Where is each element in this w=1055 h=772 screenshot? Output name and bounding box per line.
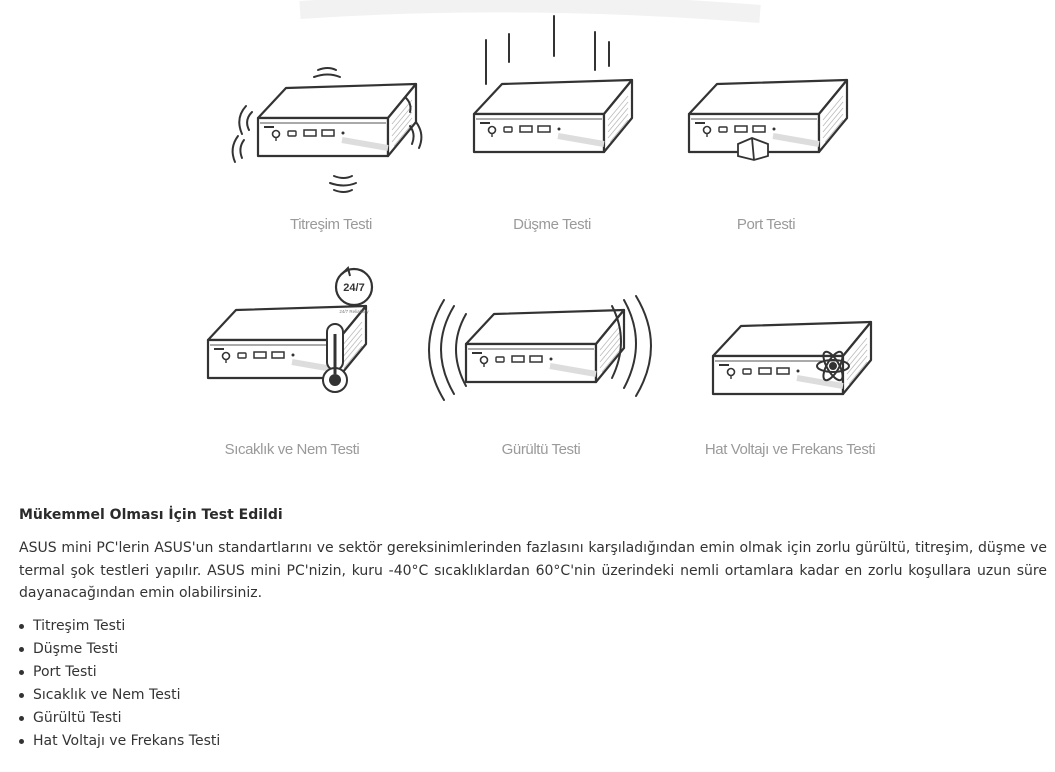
caption-port: Port Testi — [737, 216, 795, 233]
atom-icon — [816, 350, 850, 382]
svg-text:24/7 Reliability: 24/7 Reliability — [339, 309, 369, 314]
caption-vibration: Titreşim Testi — [290, 216, 372, 233]
reliability-badge-icon: 24/7 24/7 Reliability — [334, 266, 374, 314]
caption-voltage: Hat Voltajı ve Frekans Testi — [705, 441, 875, 458]
bullet-icon — [19, 623, 24, 629]
list-item: Port Testi — [19, 661, 1047, 684]
section-heading: Mükemmel Olması İçin Test Edildi — [19, 507, 283, 523]
list-item: Sıcaklık ve Nem Testi — [19, 684, 1047, 707]
svg-text:24/7: 24/7 — [343, 282, 364, 294]
bullet-icon — [19, 646, 24, 652]
section-paragraph: ASUS mini PC'lerin ASUS'un standartların… — [19, 540, 1047, 601]
thermometer-icon — [322, 323, 348, 393]
noise-test-figure: Gürültü Testi — [428, 295, 652, 458]
caption-drop: Düşme Testi — [513, 216, 591, 233]
list-item: Titreşim Testi — [19, 615, 1047, 638]
list-item: Hat Voltajı ve Frekans Testi — [19, 730, 1047, 753]
temperature-test-figure: 24/7 24/7 Reliability Sıcaklık ve Nem Te… — [208, 266, 374, 458]
list-item: Düşme Testi — [19, 638, 1047, 661]
caption-temperature: Sıcaklık ve Nem Testi — [225, 441, 360, 458]
caption-noise: Gürültü Testi — [502, 441, 581, 458]
voltage-test-figure: Hat Voltajı ve Frekans Testi — [705, 322, 876, 458]
test-illustration: Titreşim Testi Düşme Testi Port Testi — [0, 0, 876, 458]
test-section: Mükemmel Olması İçin Test Edildi ASUS mi… — [19, 506, 1047, 753]
list-item: Gürültü Testi — [19, 707, 1047, 730]
bullet-icon — [19, 692, 24, 698]
bullet-icon — [19, 738, 24, 744]
test-list: Titreşim Testi Düşme Testi Port Testi Sı… — [19, 615, 1047, 753]
bullet-icon — [19, 669, 24, 675]
bullet-icon — [19, 715, 24, 721]
drop-test-figure: Düşme Testi — [474, 15, 632, 233]
vibration-test-figure: Titreşim Testi — [231, 67, 423, 233]
port-test-figure: Port Testi — [689, 80, 847, 233]
